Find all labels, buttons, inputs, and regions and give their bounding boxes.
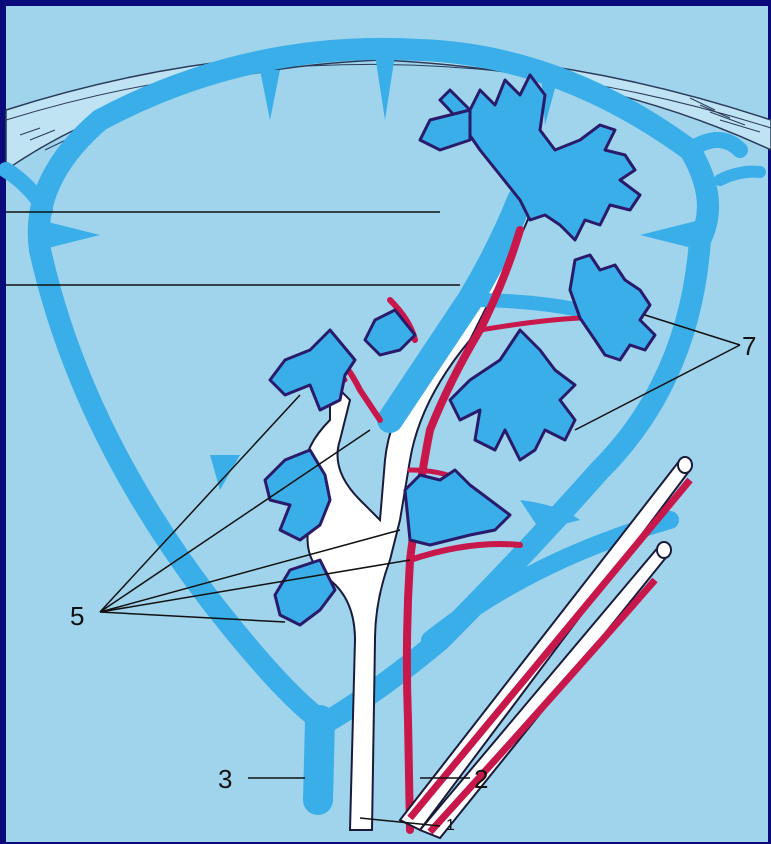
label-2: 2 xyxy=(474,764,488,794)
label-5: 5 xyxy=(70,601,84,631)
label-3: 3 xyxy=(218,764,232,794)
label-1: 1 xyxy=(446,817,455,834)
label-7: 7 xyxy=(742,331,756,361)
